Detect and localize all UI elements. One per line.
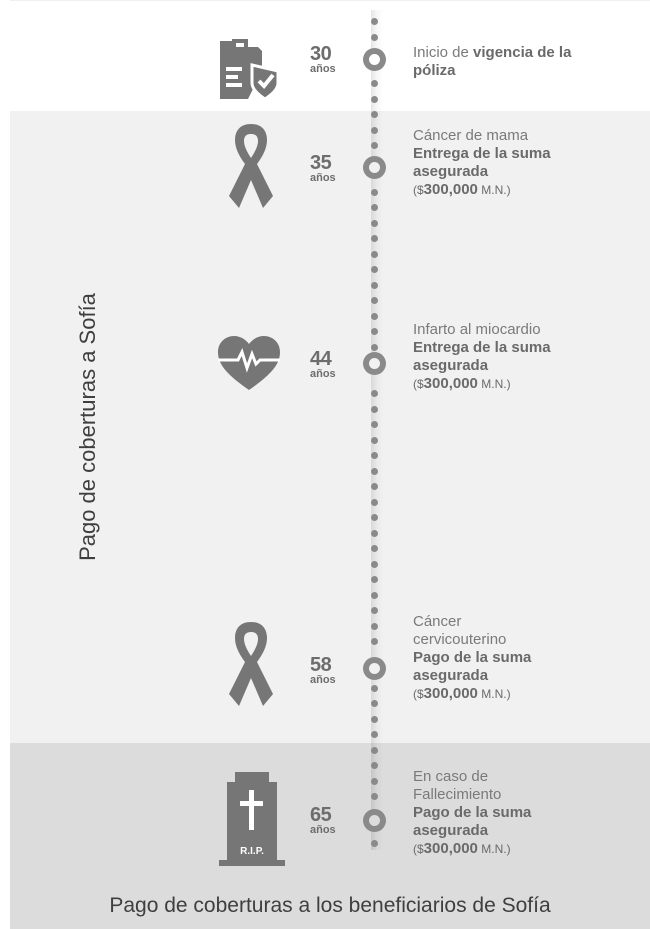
timeline-dot bbox=[371, 452, 378, 459]
timeline-dot bbox=[371, 576, 378, 583]
timeline-node-30 bbox=[363, 48, 386, 71]
event-description-58: Cáncer cervicouterino Pago de la suma as… bbox=[413, 613, 613, 703]
timeline-dot bbox=[371, 235, 378, 242]
event-action: Pago de la suma asegurada bbox=[413, 649, 532, 684]
timeline-dot bbox=[371, 390, 378, 397]
timeline-shadow bbox=[371, 10, 383, 850]
timeline-node-58 bbox=[363, 657, 386, 680]
timeline-dot bbox=[371, 607, 378, 614]
tombstone-text: R.I.P. bbox=[240, 846, 264, 857]
age-30: 30 años bbox=[310, 43, 336, 75]
band-beneficiaries bbox=[10, 743, 650, 929]
event-description-44: Infarto al miocardio Entrega de la suma … bbox=[413, 321, 613, 393]
timeline-dot bbox=[371, 545, 378, 552]
heart-pulse-icon bbox=[216, 334, 282, 392]
timeline-dot bbox=[371, 204, 378, 211]
timeline-dot bbox=[371, 142, 378, 149]
timeline-dot bbox=[371, 189, 378, 196]
footer-label: Pago de coberturas a los beneficiarios d… bbox=[109, 894, 551, 917]
event-description-30: Inicio de vigencia de la póliza bbox=[413, 44, 613, 80]
age-65: 65 años bbox=[310, 804, 336, 836]
event-description-65: En caso de Fallecimiento Pago de la suma… bbox=[413, 768, 613, 858]
timeline-dot bbox=[371, 328, 378, 335]
timeline-dot bbox=[371, 638, 378, 645]
timeline-dot bbox=[371, 793, 378, 800]
timeline-dot bbox=[371, 421, 378, 428]
timeline-dot bbox=[371, 685, 378, 692]
timeline-dot bbox=[371, 111, 378, 118]
timeline-dot bbox=[371, 483, 378, 490]
timeline-dot bbox=[371, 530, 378, 537]
event-amount: ($300,000 M.N.) bbox=[413, 840, 511, 857]
timeline-dot bbox=[371, 437, 378, 444]
event-amount: ($300,000 M.N.) bbox=[413, 375, 511, 392]
event-condition: En caso de Fallecimiento bbox=[413, 768, 502, 803]
timeline-dot bbox=[371, 716, 378, 723]
timeline-dot bbox=[371, 34, 378, 41]
timeline-dot bbox=[371, 561, 378, 568]
timeline-node-65 bbox=[363, 809, 386, 832]
event-action: Entrega de la suma asegurada bbox=[413, 339, 551, 374]
timeline-dot bbox=[371, 266, 378, 273]
timeline-dot bbox=[371, 297, 378, 304]
event-description-35: Cáncer de mama Entrega de la suma asegur… bbox=[413, 127, 613, 199]
timeline-dot bbox=[371, 313, 378, 320]
timeline-dot bbox=[371, 623, 378, 630]
event-amount: ($300,000 M.N.) bbox=[413, 181, 511, 198]
tombstone-rip-icon: R.I.P. bbox=[219, 764, 285, 868]
event-condition: Cáncer de mama bbox=[413, 127, 529, 144]
event-condition: Infarto al miocardio bbox=[413, 321, 541, 338]
event-condition: Cáncer cervicouterino bbox=[413, 613, 507, 648]
event-action: Pago de la suma asegurada bbox=[413, 804, 532, 839]
timeline-dot bbox=[371, 220, 378, 227]
timeline-dot bbox=[371, 840, 378, 847]
timeline-dot bbox=[371, 592, 378, 599]
timeline-node-35 bbox=[363, 156, 386, 179]
timeline-dot bbox=[371, 251, 378, 258]
timeline-dot bbox=[371, 747, 378, 754]
timeline-dot bbox=[371, 762, 378, 769]
timeline-dot bbox=[371, 18, 378, 25]
band-coverage-sofia bbox=[10, 111, 650, 743]
event-lead-bold: vigencia de la póliza bbox=[413, 44, 572, 79]
event-amount: ($300,000 M.N.) bbox=[413, 685, 511, 702]
age-35: 35 años bbox=[310, 152, 336, 184]
timeline-dot bbox=[371, 700, 378, 707]
timeline-dot bbox=[371, 127, 378, 134]
event-action: Entrega de la suma asegurada bbox=[413, 145, 551, 180]
awareness-ribbon-icon bbox=[227, 620, 275, 708]
timeline-dot bbox=[371, 731, 378, 738]
policy-document-check-icon bbox=[218, 37, 280, 101]
timeline-dot bbox=[371, 406, 378, 413]
event-lead: Inicio de bbox=[413, 44, 469, 61]
timeline-dot bbox=[371, 514, 378, 521]
timeline-dot bbox=[371, 499, 378, 506]
timeline-dot bbox=[371, 468, 378, 475]
timeline-node-44 bbox=[363, 352, 386, 375]
timeline-dot bbox=[371, 80, 378, 87]
timeline-dot bbox=[371, 282, 378, 289]
timeline-dot bbox=[371, 778, 378, 785]
age-58: 58 años bbox=[310, 654, 336, 686]
band-policy-start bbox=[10, 0, 650, 112]
timeline-dot bbox=[371, 96, 378, 103]
age-44: 44 años bbox=[310, 348, 336, 380]
awareness-ribbon-icon bbox=[227, 122, 275, 210]
side-label: Pago de coberturas a Sofía bbox=[75, 293, 100, 561]
timeline-dot bbox=[371, 344, 378, 351]
